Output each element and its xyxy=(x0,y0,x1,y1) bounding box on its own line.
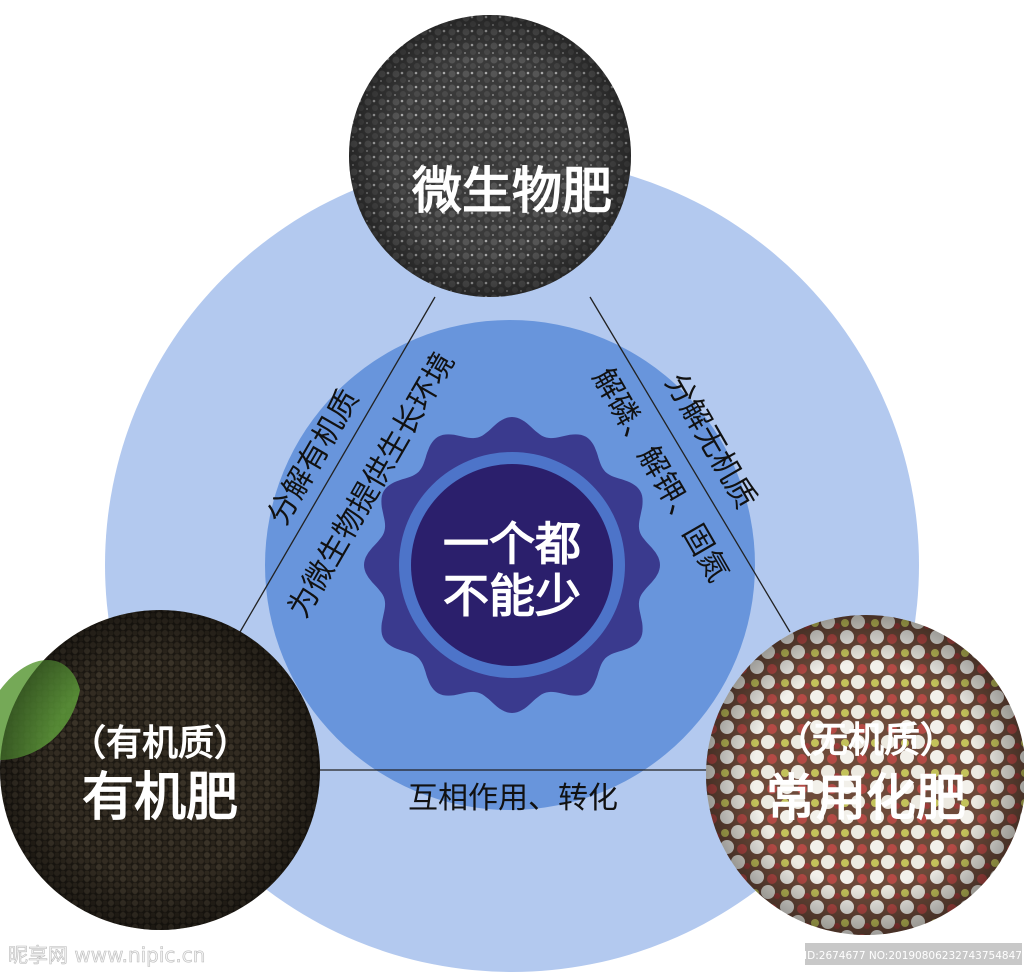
node-chemical-fertilizer: （无机质） 常用化肥 xyxy=(706,615,1024,935)
center-badge: 一个都 不能少 xyxy=(364,417,660,713)
connector-lines xyxy=(239,296,791,771)
node-microbial-fertilizer: 微生物肥 xyxy=(349,15,631,297)
node-left-title: 有机肥 xyxy=(82,768,238,828)
badge-line1: 一个都 xyxy=(443,517,581,571)
node-left-subtitle: （有机质） xyxy=(70,723,250,764)
node-right-title: 常用化肥 xyxy=(766,769,966,827)
node-right-subtitle: （无机质） xyxy=(776,720,956,761)
edge-label-bottom: 互相作用、转化 xyxy=(408,781,618,816)
node-top-title: 微生物肥 xyxy=(411,162,612,220)
watermark-id-box xyxy=(805,943,1022,965)
badge-core xyxy=(411,464,613,666)
watermark-logo: 昵享网 www.nipic.cn xyxy=(8,943,205,967)
watermark-id: ID:2674677 NO:20190806232743754847 xyxy=(804,950,1022,962)
node-organic-fertilizer: （有机质） 有机肥 xyxy=(0,610,320,930)
badge-line2: 不能少 xyxy=(443,569,581,623)
